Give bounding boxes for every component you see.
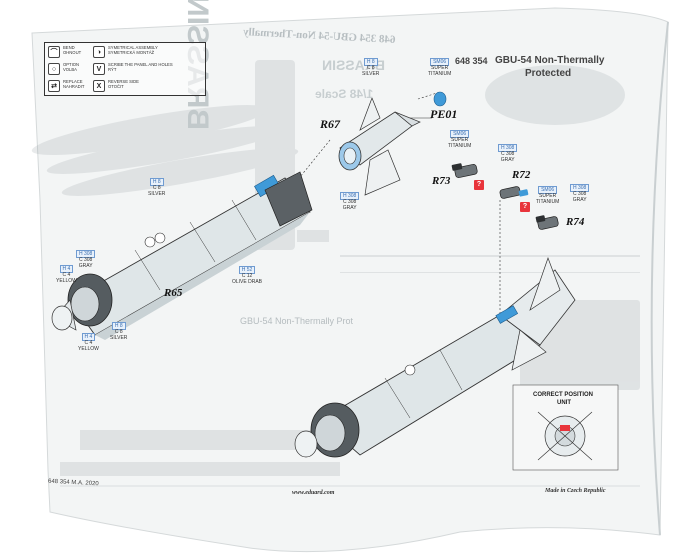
legend-item-bend: ⌒ BEND OHNOUT <box>48 45 82 58</box>
sheet-title: GBU-54 Non-Thermally <box>495 55 605 66</box>
paint-code: H 8 <box>149 178 164 186</box>
paint-ref: C 8 <box>114 329 123 335</box>
paint-ref: C 4 <box>84 340 93 346</box>
part-label-r67: R67 <box>320 117 341 131</box>
paint-callout-titanium-r74: SM06 SUPER TITANIUM <box>536 186 559 205</box>
paint-callout-titanium-pe01: SM06 SUPER TITANIUM <box>428 58 451 77</box>
paint-callout-silver-left: H 8 C 8 SILVER <box>148 178 165 197</box>
paint-ref: C 308 <box>343 199 357 205</box>
footer-site: www.eduard.com <box>292 490 335 496</box>
symbol-legend: ⌒ BEND OHNOUT ◑ SYMETRICAL ASSEMBLY SYME… <box>44 42 206 96</box>
bend-icon: ⌒ <box>48 46 60 58</box>
paint-code: H 4 <box>59 265 74 273</box>
paint-callout-silver-bottom: H 8 C 8 SILVER <box>110 322 127 341</box>
legend-item-option: ○ OPTION VOLBA <box>48 62 80 75</box>
legend-item-symmetrical: ◑ SYMETRICAL ASSEMBLY SYMETRICKÁ MONTÁŽ <box>93 45 158 58</box>
legend-item-reverse: X REVERSE SIDE OTOČIT <box>93 79 139 92</box>
paint-name: OLIVE DRAB <box>232 278 263 285</box>
paint-ref: C 12 <box>241 273 253 279</box>
option-icon: ○ <box>48 63 60 75</box>
paint-code: SM06 <box>450 130 470 138</box>
paint-code: H 8 <box>111 322 126 330</box>
paint-callout-yellow-bottom: H 4 C 4 YELLOW <box>78 333 99 352</box>
paint-ref: SUPER <box>431 65 449 71</box>
reverse-icon: X <box>93 80 105 92</box>
symmetrical-icon: ◑ <box>93 46 105 58</box>
footer-origin: Made in Czech Republic <box>545 488 606 494</box>
paint-ref: C 8 <box>366 65 375 71</box>
warning-icon: ? <box>474 180 484 190</box>
paint-name: GRAY <box>342 204 357 211</box>
sheet-subtitle: Protected <box>525 68 572 79</box>
part-label-r72: R72 <box>512 169 531 181</box>
position-box-title: CORRECT POSITION <box>533 392 594 398</box>
paint-name: SILVER <box>110 334 128 341</box>
paint-name: YELLOW <box>56 277 77 284</box>
paint-callout-gray-mid: H 308 C 308 GRAY <box>340 192 360 211</box>
replace-icon: ⇄ <box>48 80 60 92</box>
paint-ref: C 4 <box>62 272 71 278</box>
legend-item-scribe: V SCRIBE THE PANEL AND HOLES RÝT <box>93 62 173 75</box>
paint-callout-gray-r74: H 308 C 308 GRAY <box>570 184 590 203</box>
paint-name: TITANIUM <box>428 70 452 77</box>
paint-code: SM06 <box>538 186 558 194</box>
paint-code: H 308 <box>340 192 360 200</box>
paint-code: H 308 <box>76 250 96 258</box>
legend-text-scribe: SCRIBE THE PANEL AND HOLES RÝT <box>108 62 173 72</box>
legend-item-replace: ⇄ REPLACE NAHRADIT <box>48 79 85 92</box>
paint-callout-titanium-r73: SM06 SUPER TITANIUM <box>448 130 471 149</box>
paint-callout-gray-nose: H 308 C 308 GRAY <box>76 250 96 269</box>
part-number: 648 354 <box>455 56 488 66</box>
paint-ref: SUPER <box>451 137 469 143</box>
part-label-r74: R74 <box>566 216 585 228</box>
faded-subtitle: GBU-54 Non-Thermally Prot <box>240 316 354 326</box>
paint-ref: C 8 <box>152 185 161 191</box>
part-label-r65: R65 <box>164 287 183 299</box>
paint-callout-yellow-nose: H 4 C 4 YELLOW <box>56 265 77 284</box>
paint-ref: C 308 <box>79 257 93 263</box>
scribe-icon: V <box>93 63 105 75</box>
legend-text-symmetrical: SYMETRICAL ASSEMBLY SYMETRICKÁ MONTÁŽ <box>108 45 158 55</box>
legend-text-option: OPTION VOLBA <box>63 62 80 72</box>
paint-name: SILVER <box>362 70 380 77</box>
paint-ref: C 308 <box>573 191 587 197</box>
paint-ref: SUPER <box>539 193 557 199</box>
paint-callout-silver-top: H 8 C 8 SILVER <box>362 58 379 77</box>
part-label-r73: R73 <box>432 175 451 187</box>
paint-callout-gray-r73: H 308 C 308 GRAY <box>498 144 518 163</box>
paint-name: GRAY <box>572 196 587 203</box>
paint-ref: C 308 <box>501 151 515 157</box>
warning-icon: ? <box>520 202 530 212</box>
paint-callout-olive: H 52 C 12 OLIVE DRAB <box>232 266 262 285</box>
legend-text-replace: REPLACE NAHRADIT <box>63 79 85 89</box>
paint-name: TITANIUM <box>536 198 560 205</box>
legend-text-bend: BEND OHNOUT <box>63 45 82 55</box>
paint-code: H 52 <box>238 266 256 274</box>
paint-code: SM06 <box>430 58 450 66</box>
paint-code: H 308 <box>498 144 518 152</box>
paint-code: H 8 <box>363 58 378 66</box>
paint-name: SILVER <box>148 190 166 197</box>
position-box-subtitle: UNIT <box>557 400 571 406</box>
paint-code: H 4 <box>81 333 96 341</box>
paint-name: GRAY <box>500 156 515 163</box>
paint-name: GRAY <box>78 262 93 269</box>
legend-text-reverse: REVERSE SIDE OTOČIT <box>108 79 139 89</box>
paint-code: H 308 <box>570 184 590 192</box>
scale-mirror: 1/48 Scale <box>315 87 374 101</box>
paint-name: TITANIUM <box>448 142 472 149</box>
part-label-pe01: PE01 <box>430 107 458 121</box>
paint-name: YELLOW <box>78 345 99 352</box>
